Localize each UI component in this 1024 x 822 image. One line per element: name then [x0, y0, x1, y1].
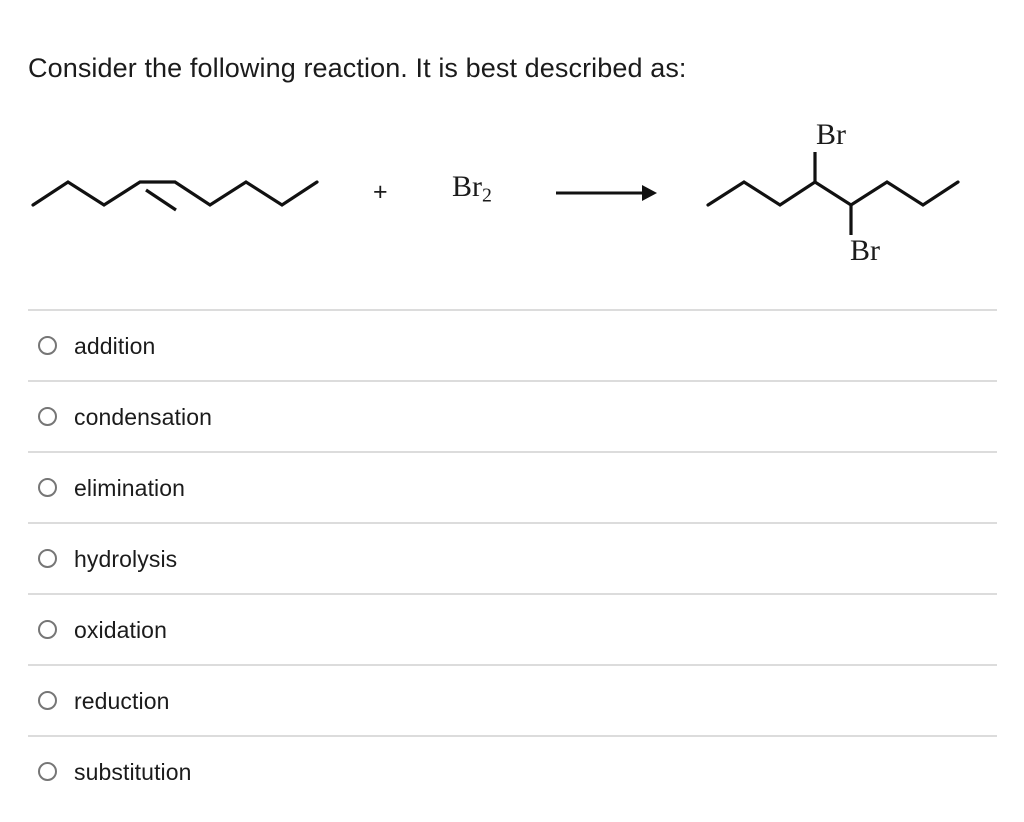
radio-button-icon[interactable]: [38, 691, 57, 710]
page-title: Consider the following reaction. It is b…: [28, 53, 687, 83]
product-bromine-label-top: Br: [816, 118, 846, 151]
option-row-condensation[interactable]: condensation: [28, 380, 997, 451]
option-label: substitution: [74, 758, 192, 785]
product-structure: [706, 152, 960, 235]
option-label: addition: [74, 332, 156, 359]
reagent-bromine-label: Br2: [452, 170, 492, 208]
reaction-structures-svg: [31, 152, 960, 235]
option-label: elimination: [74, 474, 186, 501]
radio-button-icon[interactable]: [38, 762, 57, 781]
answer-options-list: addition condensation elimination hydrol…: [0, 309, 1024, 806]
reactant-alkene-structure: [31, 180, 319, 212]
reaction-scheme: + Br2 Br Br: [0, 100, 1024, 280]
reagent-subscript: 2: [482, 184, 492, 207]
option-row-addition[interactable]: addition: [28, 309, 997, 380]
radio-button-icon[interactable]: [38, 407, 57, 426]
option-label: condensation: [74, 403, 213, 430]
reaction-arrow: [556, 185, 657, 201]
radio-button-icon[interactable]: [38, 336, 57, 355]
option-label: oxidation: [74, 616, 167, 643]
option-row-hydrolysis[interactable]: hydrolysis: [28, 522, 997, 593]
option-row-elimination[interactable]: elimination: [28, 451, 997, 522]
option-row-reduction[interactable]: reduction: [28, 664, 997, 735]
option-label: reduction: [74, 687, 170, 714]
option-label: hydrolysis: [74, 545, 178, 572]
reagent-element-symbol: Br: [452, 170, 482, 203]
radio-button-icon[interactable]: [38, 549, 57, 568]
radio-button-icon[interactable]: [38, 620, 57, 639]
product-bromine-label-bottom: Br: [850, 234, 880, 267]
radio-button-icon[interactable]: [38, 478, 57, 497]
option-row-oxidation[interactable]: oxidation: [28, 593, 997, 664]
plus-sign: +: [373, 178, 388, 206]
double-bond-inner-line: [145, 188, 177, 212]
option-row-substitution[interactable]: substitution: [28, 735, 997, 806]
